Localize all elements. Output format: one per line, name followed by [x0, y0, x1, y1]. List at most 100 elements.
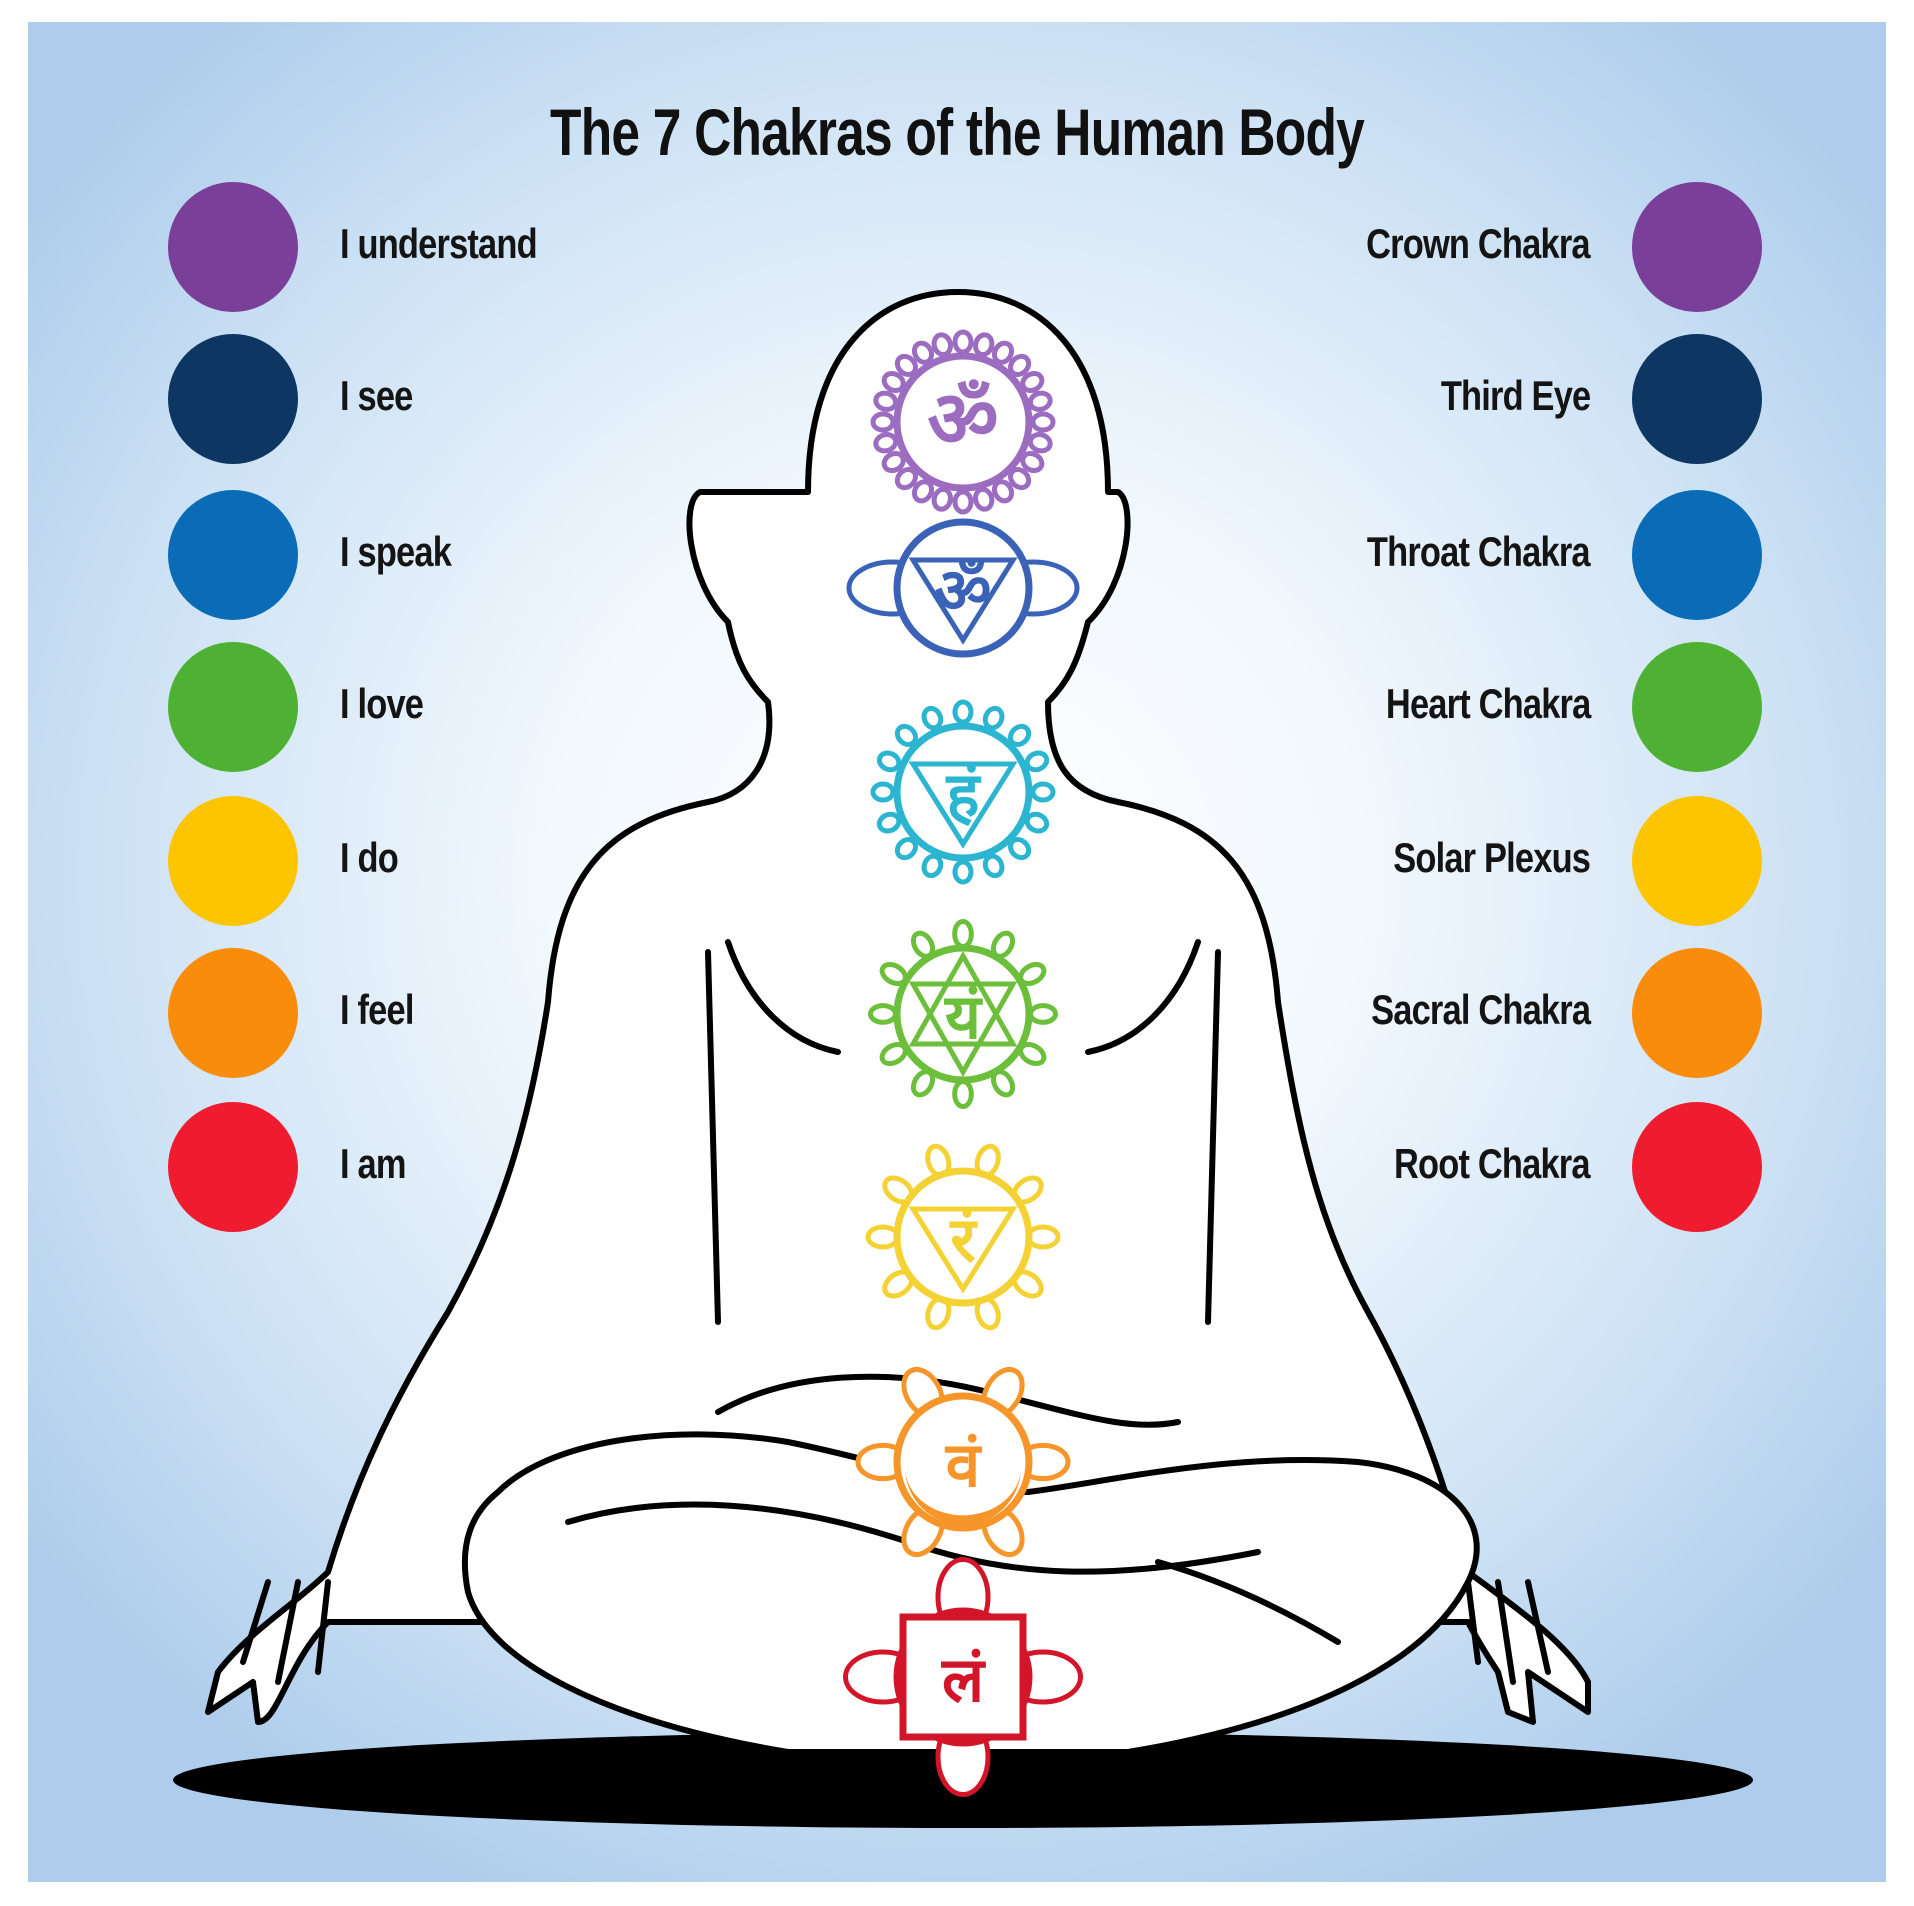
- root-color-dot: [168, 1102, 298, 1232]
- chakra-name-label: Throat Chakra: [1367, 528, 1591, 575]
- name-row-sacral: Sacral Chakra: [1132, 948, 1762, 1078]
- petal: [876, 811, 902, 834]
- name-row-crown: Crown Chakra: [1132, 182, 1762, 312]
- petal: [1008, 723, 1032, 747]
- petal: [921, 853, 944, 879]
- affirmation-row-solar: I do: [168, 796, 768, 926]
- third-eye-color-dot: [1632, 334, 1762, 464]
- page-title: The 7 Chakras of the Human Body: [550, 95, 1365, 169]
- heart-color-dot: [168, 642, 298, 772]
- petal: [894, 723, 918, 747]
- chakra-core-circle: [893, 1167, 1033, 1307]
- petal: [894, 837, 918, 861]
- petal: [894, 467, 918, 491]
- name-row-solar: Solar Plexus: [1132, 796, 1762, 926]
- affirmation-row-throat: I speak: [168, 490, 768, 620]
- petal: [952, 919, 974, 949]
- petal: [1024, 811, 1050, 834]
- petal: [931, 332, 953, 358]
- third-eye-chakra-symbol: ॐ: [846, 518, 1080, 658]
- affirmation-row-root: I am: [168, 1102, 768, 1232]
- name-row-heart: Heart Chakra: [1132, 642, 1762, 772]
- bija-mantra-glyph: वं: [945, 1428, 983, 1501]
- root-square: [899, 1613, 1027, 1741]
- affirmation-label: I feel: [340, 986, 414, 1033]
- chakra-name-label: Crown Chakra: [1366, 220, 1590, 267]
- petal: [952, 699, 974, 725]
- chakra-symbols: ॐ ॐ हं यं रं वं लं: [843, 329, 1083, 1797]
- root-chakra-symbol: लं: [843, 1557, 1083, 1797]
- throat-color-dot: [1632, 490, 1762, 620]
- petal: [991, 479, 1015, 504]
- petal: [1027, 432, 1053, 454]
- petal: [982, 853, 1005, 879]
- chakra-hexagram-triangle: [908, 950, 1018, 1047]
- solar-plexus-chakra-symbol: रं: [865, 1143, 1061, 1331]
- petal: [911, 479, 935, 504]
- petal: [931, 486, 953, 512]
- petal: [982, 705, 1005, 731]
- petal: [991, 340, 1015, 365]
- name-row-root: Root Chakra: [1132, 1102, 1762, 1232]
- chakra-core-circle: [893, 518, 1033, 658]
- sacral-color-dot: [168, 948, 298, 1078]
- petal: [1020, 450, 1045, 474]
- crown-chakra-symbol: ॐ: [870, 329, 1056, 515]
- solar-color-dot: [1632, 796, 1762, 926]
- bija-mantra-glyph: ॐ: [927, 375, 998, 465]
- petal: [1008, 353, 1032, 377]
- petal: [952, 859, 974, 885]
- crescent-moon: [905, 1467, 1021, 1525]
- petal: [1028, 1003, 1058, 1025]
- chakra-core-circle: [893, 1392, 1033, 1532]
- affirmation-row-sacral: I feel: [168, 948, 768, 1078]
- meditating-figure: ॐ ॐ हं यं रं वं लं: [173, 289, 1753, 1828]
- chakra-name-label: Heart Chakra: [1385, 680, 1590, 727]
- chakra-name-label: Solar Plexus: [1393, 834, 1591, 881]
- petal: [881, 370, 906, 394]
- petal: [1027, 390, 1053, 412]
- name-row-throat: Throat Chakra: [1132, 490, 1762, 620]
- chakra-name-label: Third Eye: [1440, 372, 1590, 419]
- petal: [1030, 411, 1056, 433]
- bija-mantra-glyph: रं: [949, 1203, 978, 1276]
- petal: [868, 1003, 898, 1025]
- bija-mantra-glyph: यं: [944, 980, 983, 1053]
- chakra-triangle: [908, 761, 1018, 849]
- chakra-triangle: [908, 557, 1018, 645]
- heart-color-dot: [1632, 642, 1762, 772]
- name-row-third-eye: Third Eye: [1132, 334, 1762, 464]
- petal: [1030, 781, 1056, 803]
- petal: [881, 450, 906, 474]
- petal: [911, 340, 935, 365]
- petal: [973, 332, 995, 358]
- affirmation-label: I see: [340, 372, 413, 419]
- petal: [973, 486, 995, 512]
- petal: [870, 781, 896, 803]
- affirmation-row-third-eye: I see: [168, 334, 768, 464]
- affirmation-label: I am: [340, 1140, 406, 1187]
- bija-mantra-glyph: ॐ: [935, 554, 992, 627]
- throat-chakra-symbol: हं: [870, 699, 1056, 885]
- petal: [952, 489, 974, 515]
- sacral-chakra-symbol: वं: [855, 1367, 1071, 1557]
- chakra-core-circle: [893, 944, 1033, 1084]
- root-color-dot: [1632, 1102, 1762, 1232]
- petal: [894, 353, 918, 377]
- petal: [1008, 467, 1032, 491]
- bija-mantra-glyph: लं: [941, 1643, 986, 1716]
- affirmation-row-heart: I love: [168, 642, 768, 772]
- sacral-color-dot: [1632, 948, 1762, 1078]
- affirmation-label: I love: [340, 680, 424, 727]
- chakra-core-circle: [893, 352, 1033, 492]
- throat-color-dot: [168, 490, 298, 620]
- petal: [870, 411, 896, 433]
- petal: [921, 705, 944, 731]
- petal: [1008, 837, 1032, 861]
- chakra-poster: The 7 Chakras of the Human Body I unders…: [28, 22, 1886, 1882]
- chakra-hexagram-triangle: [908, 981, 1018, 1078]
- affirmation-label: I do: [340, 834, 399, 881]
- petal: [1020, 370, 1045, 394]
- chakra-core-circle: [893, 722, 1033, 862]
- affirmation-label: I understand: [340, 220, 538, 267]
